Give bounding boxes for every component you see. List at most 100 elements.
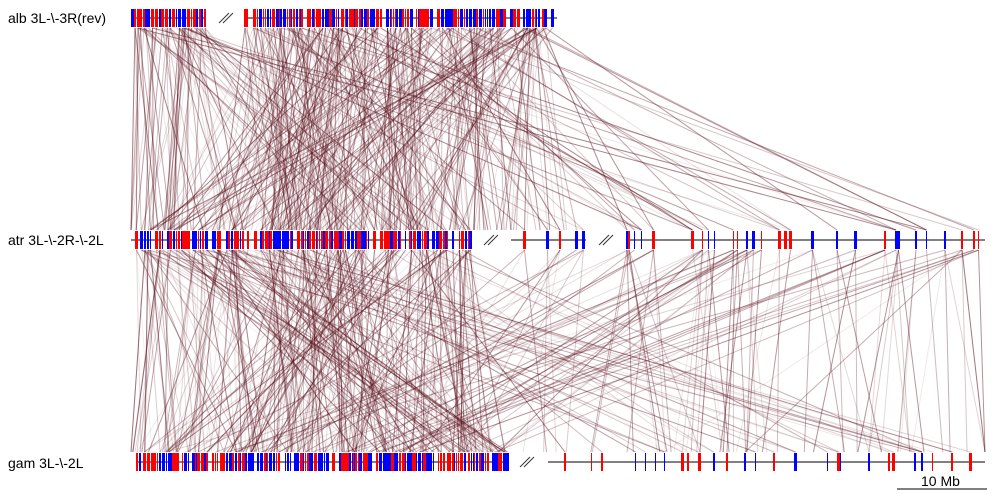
- synteny-link: [150, 27, 429, 231]
- gene-block-alb: [544, 9, 547, 27]
- synteny-link: [244, 27, 278, 231]
- synteny-link: [162, 27, 192, 231]
- synteny-link: [388, 27, 553, 231]
- synteny-link: [173, 27, 180, 231]
- synteny-link: [428, 27, 454, 231]
- synteny-link: [260, 27, 290, 231]
- gene-block-gam: [177, 453, 179, 471]
- synteny-link: [370, 249, 748, 453]
- synteny-link: [461, 27, 654, 231]
- synteny-link: [345, 249, 460, 453]
- synteny-link: [170, 249, 466, 453]
- synteny-link: [262, 249, 401, 453]
- synteny-link: [387, 27, 396, 231]
- gene-block-gam: [713, 453, 714, 471]
- gene-block-alb: [483, 9, 484, 27]
- gene-block-atr: [691, 231, 694, 249]
- synteny-link: [147, 249, 416, 453]
- synteny-link: [403, 27, 409, 231]
- scale-bar-label: 10 Mb: [921, 473, 960, 489]
- gene-block-gam: [564, 453, 566, 471]
- gene-block-atr: [436, 231, 439, 249]
- synteny-link: [422, 27, 635, 231]
- gene-block-atr: [231, 231, 232, 249]
- synteny-link: [144, 249, 244, 453]
- synteny-link: [325, 27, 338, 231]
- synteny-link: [277, 27, 333, 231]
- gene-block-atr: [169, 231, 172, 249]
- synteny-link: [206, 27, 494, 231]
- gene-block-atr: [836, 231, 838, 249]
- gene-block-alb: [310, 9, 311, 27]
- gene-block-alb: [346, 9, 348, 27]
- synteny-link: [459, 249, 477, 453]
- synteny-link: [400, 27, 429, 231]
- synteny-link: [389, 27, 424, 231]
- gene-block-gam: [424, 453, 426, 471]
- gene-block-alb: [165, 9, 167, 27]
- gene-block-gam: [405, 453, 406, 471]
- track-label-alb: alb 3L-\-3R(rev): [8, 10, 106, 26]
- gene-block-gam: [449, 453, 451, 471]
- gene-block-gam: [681, 453, 684, 471]
- synteny-link: [446, 27, 470, 231]
- gene-block-alb: [204, 9, 206, 27]
- gene-block-gam: [505, 453, 506, 471]
- synteny-link: [326, 27, 494, 231]
- synteny-link: [337, 249, 378, 453]
- synteny-link: [393, 27, 452, 231]
- synteny-link: [427, 249, 438, 453]
- synteny-link: [430, 249, 738, 453]
- synteny-link: [469, 27, 503, 231]
- synteny-link: [166, 249, 357, 453]
- gene-block-atr: [387, 231, 390, 249]
- synteny-link: [141, 27, 198, 231]
- gene-block-alb: [131, 9, 134, 27]
- gene-block-alb: [532, 9, 534, 27]
- gene-block-atr: [452, 231, 454, 249]
- gene-block-atr: [280, 231, 281, 249]
- synteny-link: [307, 249, 317, 453]
- synteny-link: [313, 27, 406, 231]
- gene-block-atr: [316, 231, 317, 249]
- synteny-link: [427, 249, 839, 453]
- synteny-link: [163, 27, 180, 231]
- synteny-link: [324, 249, 341, 453]
- synteny-link: [270, 27, 343, 231]
- gene-block-alb: [538, 9, 540, 27]
- synteny-link: [458, 27, 486, 231]
- synteny-link: [244, 27, 264, 231]
- synteny-link: [150, 27, 421, 231]
- synteny-link: [247, 249, 933, 453]
- synteny-link: [405, 27, 460, 231]
- synteny-link: [453, 27, 470, 231]
- synteny-link: [355, 249, 603, 453]
- gene-block-gam: [151, 453, 153, 471]
- gene-block-gam: [290, 453, 291, 471]
- gene-block-gam: [379, 453, 381, 471]
- gene-block-gam: [278, 453, 280, 471]
- synteny-link: [176, 249, 194, 453]
- synteny-link: [234, 249, 266, 453]
- synteny-link: [591, 249, 630, 453]
- synteny-link: [267, 27, 293, 231]
- gene-block-atr: [355, 231, 357, 249]
- synteny-link: [535, 27, 551, 231]
- synteny-link: [279, 27, 300, 231]
- gene-block-gam: [396, 453, 398, 471]
- synteny-link: [451, 27, 780, 231]
- gene-block-alb: [139, 9, 142, 27]
- gene-block-atr: [961, 231, 963, 249]
- gene-block-atr: [422, 231, 423, 249]
- synteny-link: [176, 27, 494, 231]
- synteny-link: [382, 249, 419, 453]
- gene-block-atr: [319, 231, 320, 249]
- synteny-link: [353, 249, 975, 453]
- synteny-link: [978, 249, 986, 453]
- synteny-link: [238, 249, 275, 453]
- synteny-link: [212, 27, 301, 231]
- gene-block-gam: [429, 453, 432, 471]
- gene-block-gam: [423, 453, 424, 471]
- gene-block-atr: [176, 231, 177, 249]
- gene-block-gam: [235, 453, 237, 471]
